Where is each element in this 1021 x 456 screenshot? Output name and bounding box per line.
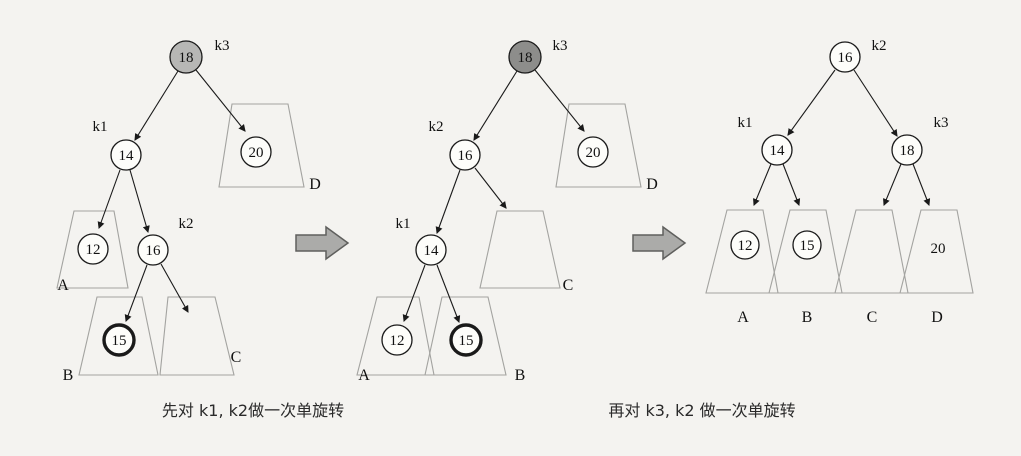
- t3-key-label-k1: k1: [738, 115, 753, 131]
- t2-edge-root-to-D: [534, 69, 585, 132]
- t1-node-16-value: 16: [146, 243, 162, 259]
- t1-node-14-circle: [110, 139, 142, 171]
- t1-node-14-value: 14: [119, 148, 135, 164]
- t2-key-label-k2: k2: [429, 119, 444, 135]
- t1-node-20-value: 20: [249, 145, 264, 161]
- t2-node-15-value: 15: [459, 333, 474, 349]
- t3-subtree-label-A: A: [737, 309, 749, 326]
- t3-node-16-value: 16: [838, 50, 854, 66]
- tree-panel-after-second-rotation: 16 14 18 12 15 20 k2 k1 k3 A B C D: [705, 38, 974, 326]
- t3-node-12-value: 12: [738, 238, 753, 254]
- t3-node-18-circle: [891, 134, 923, 166]
- t3-edge-18-to-C: [883, 163, 902, 206]
- t1-edge-14-to-16: [129, 169, 150, 234]
- t3-key-label-k2: k2: [872, 38, 887, 54]
- t3-subtree-label-B: B: [802, 309, 813, 326]
- t3-node-15-circle: [792, 230, 822, 260]
- t2-node-20-circle: [577, 136, 609, 168]
- t2-subtree-C-trapezoid: [479, 210, 561, 289]
- t3-edge-18-to-D: [912, 163, 931, 206]
- t3-subtree-C-trapezoid: [834, 209, 909, 294]
- t2-subtree-D-trapezoid: [555, 103, 642, 188]
- t3-node-12-circle: [730, 230, 760, 260]
- t1-edge-root-to-14: [134, 70, 179, 141]
- t1-edge-14-to-12: [97, 169, 121, 230]
- t1-subtree-label-A: A: [57, 277, 69, 294]
- t2-edge-14-to-15: [436, 264, 461, 324]
- t1-node-15-circle: [102, 323, 136, 357]
- t2-subtree-B-trapezoid: [424, 296, 507, 376]
- t3-subtree-D-trapezoid: [899, 209, 974, 294]
- t2-node-18-circle: [508, 40, 542, 74]
- t2-node-18-value: 18: [518, 50, 533, 66]
- t2-node-20-value: 20: [586, 145, 601, 161]
- caption-second-rotation: 再对 k3, k2 做一次单旋转: [608, 401, 795, 420]
- tree-panel-initial: 18 14 20 12 16 15 k3 k1 k2 A B C D: [56, 38, 321, 384]
- t2-node-16-circle: [449, 139, 481, 171]
- t2-node-14-circle: [415, 234, 447, 266]
- t2-edge-16-to-14: [435, 169, 461, 235]
- rotation-step-arrow-icon-1: [295, 225, 350, 261]
- t2-edge-14-to-12: [402, 264, 426, 323]
- t1-key-label-k3: k3: [215, 38, 230, 54]
- t2-key-label-k1: k1: [396, 216, 411, 232]
- t1-key-label-k1: k1: [93, 119, 108, 135]
- t3-edge-14-to-B: [782, 163, 801, 206]
- t1-edge-root-to-D: [195, 69, 246, 132]
- t2-subtree-label-B: B: [515, 367, 526, 384]
- t3-edge-root-to-18: [853, 69, 898, 137]
- t1-subtree-label-C: C: [231, 349, 242, 366]
- t1-subtree-A-trapezoid: [56, 210, 129, 289]
- t1-node-20-circle: [240, 136, 272, 168]
- t3-node-18-value: 18: [900, 143, 915, 159]
- t2-node-12-circle: [381, 324, 413, 356]
- tree-panel-after-first-rotation: 18 16 20 14 12 15 k3 k2 k1 A B C D: [356, 38, 658, 384]
- t2-edge-16-to-C: [474, 167, 507, 209]
- t3-edge-14-to-A: [753, 163, 772, 206]
- t1-subtree-B-trapezoid: [78, 296, 159, 376]
- t2-subtree-label-A: A: [358, 367, 370, 384]
- t1-node-18-circle: [169, 40, 203, 74]
- t1-node-15-value: 15: [112, 333, 127, 349]
- t2-node-12-value: 12: [390, 333, 405, 349]
- t2-key-label-k3: k3: [553, 38, 568, 54]
- rotation-step-arrow-icon-2: [632, 225, 687, 261]
- t2-edge-root-to-16: [473, 70, 518, 141]
- t2-node-14-value: 14: [424, 243, 440, 259]
- t1-edge-16-to-15: [124, 264, 148, 323]
- t1-subtree-label-B: B: [63, 367, 74, 384]
- t1-subtree-label-D: D: [309, 176, 321, 193]
- t2-node-16-value: 16: [458, 148, 474, 164]
- t3-node-16-circle: [829, 41, 861, 73]
- t1-subtree-C-trapezoid: [159, 296, 235, 376]
- t1-key-label-k2: k2: [179, 216, 194, 232]
- t3-node-15-value: 15: [800, 238, 815, 254]
- t1-node-18-value: 18: [179, 50, 194, 66]
- t2-node-15-circle: [449, 323, 483, 357]
- t1-node-12-value: 12: [86, 242, 101, 258]
- t3-node-14-value: 14: [770, 143, 786, 159]
- t1-node-16-circle: [137, 234, 169, 266]
- t1-node-12-circle: [77, 233, 109, 265]
- t3-node-20-value: 20: [931, 241, 946, 257]
- t2-subtree-label-D: D: [646, 176, 658, 193]
- t3-subtree-label-C: C: [867, 309, 878, 326]
- t1-edge-16-to-C: [160, 263, 189, 313]
- caption-first-rotation: 先对 k1, k2做一次单旋转: [162, 401, 344, 420]
- t1-subtree-D-trapezoid: [218, 103, 305, 188]
- t3-subtree-label-D: D: [931, 309, 943, 326]
- t3-key-label-k3: k3: [934, 115, 949, 131]
- t2-subtree-label-C: C: [563, 277, 574, 294]
- t3-edge-root-to-14: [787, 69, 836, 136]
- t3-node-14-circle: [761, 134, 793, 166]
